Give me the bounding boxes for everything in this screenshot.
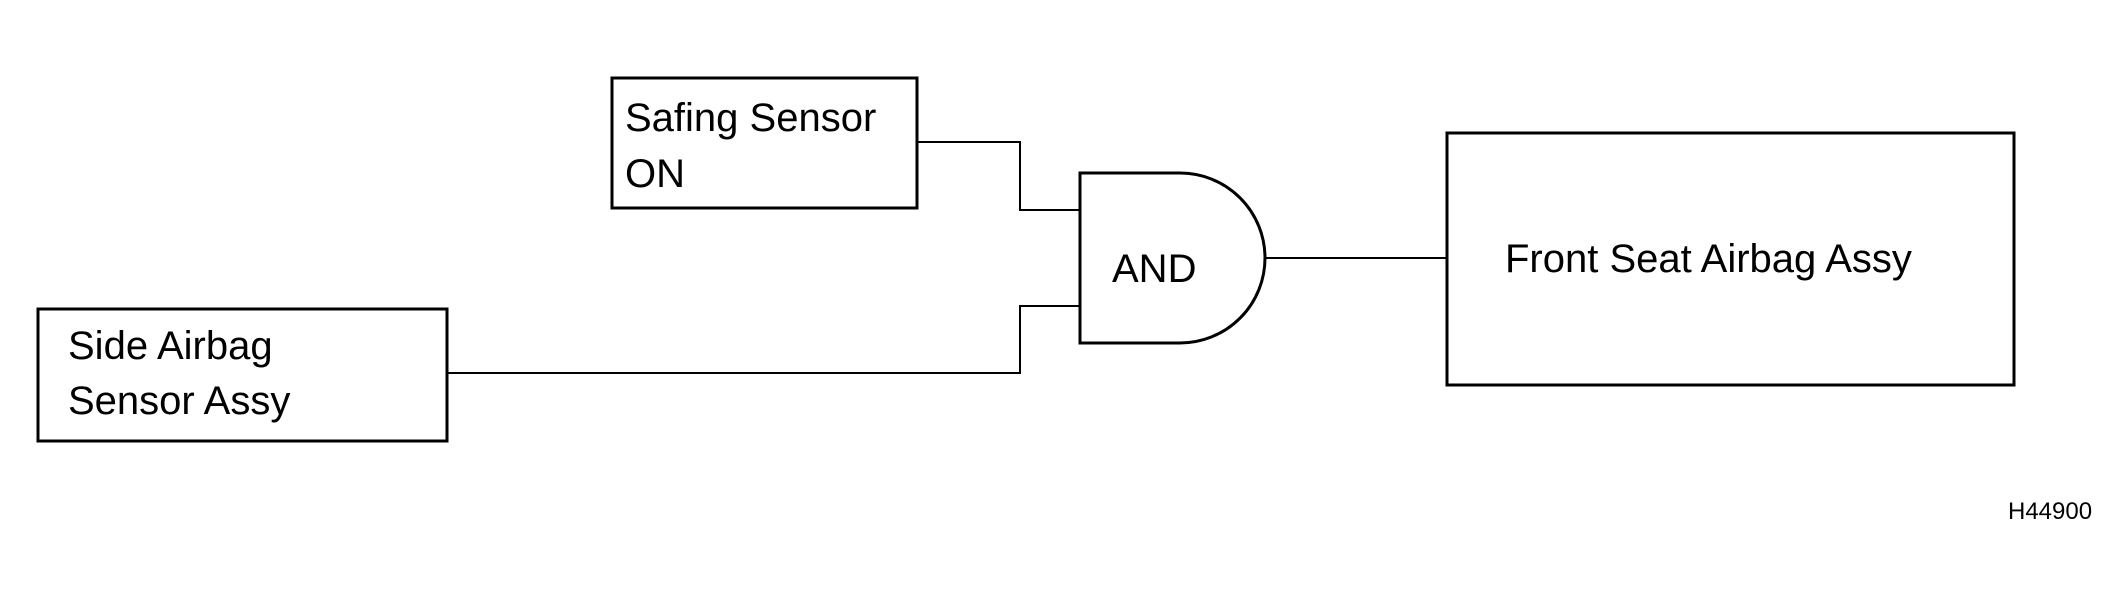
safing-sensor-box [610, 76, 919, 210]
front-seat-airbag-box [1445, 131, 2016, 387]
safing-sensor-label-line2: ON [625, 152, 685, 196]
wire-side-to-and [447, 305, 1080, 374]
front-seat-airbag-block: Front Seat Airbag Assy [1445, 131, 2016, 387]
and-gate-label: AND [1112, 247, 1196, 291]
wire-safing-to-and [917, 141, 1080, 211]
side-airbag-sensor-label-line2: Sensor Assy [68, 379, 290, 423]
safing-sensor-label-line1: Safing Sensor [625, 96, 876, 140]
safing-sensor-block: Safing Sensor ON [610, 76, 919, 210]
and-gate-shape [1078, 171, 1267, 345]
side-airbag-sensor-box [36, 307, 449, 443]
front-seat-airbag-label: Front Seat Airbag Assy [1505, 237, 1912, 281]
side-airbag-sensor-label-line1: Side Airbag [68, 324, 273, 368]
and-gate: AND [1078, 171, 1267, 345]
figure-code: H44900 [2008, 498, 2092, 525]
side-airbag-sensor-block: Side Airbag Sensor Assy [36, 307, 449, 443]
